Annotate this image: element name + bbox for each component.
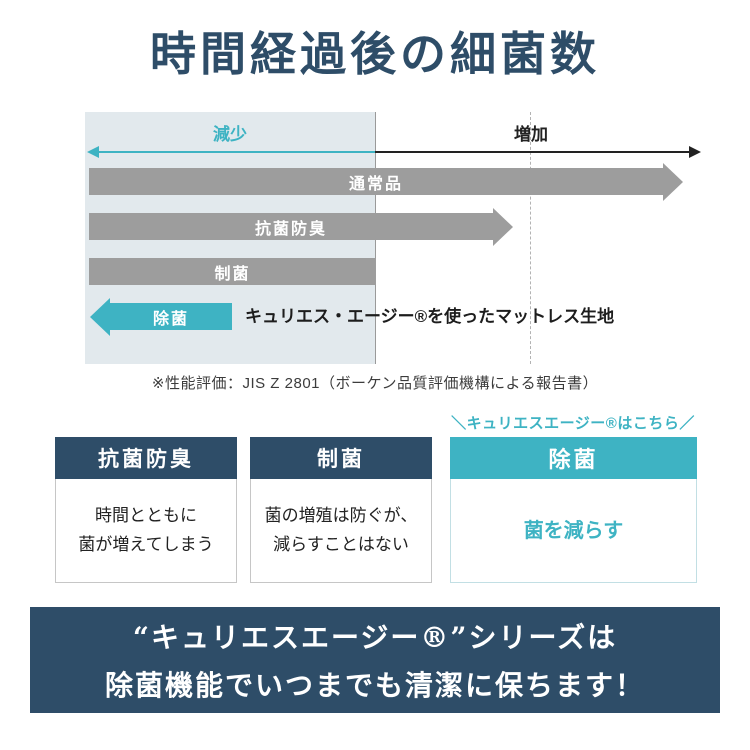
mattress-fabric-label: キュリエス・エージー®を使ったマットレス生地 — [245, 307, 615, 326]
bar-normal-product-label: 通常品 — [348, 175, 403, 193]
arrowhead-right-icon — [493, 207, 513, 246]
card-body-line: 減らすことはない — [273, 534, 409, 554]
performance-note: ※性能評価：JIS Z 2801（ボーケン品質評価機構による報告書） — [151, 375, 599, 392]
increase-label: 増加 — [514, 125, 548, 144]
axis-segment-increase — [375, 151, 689, 153]
card-bacteriostatic-body: 菌の増殖は防ぐが、 減らすことはない — [250, 479, 432, 583]
bar-bacteriostatic: 制菌 — [89, 258, 376, 285]
card-antibacterial-body: 時間とともに 菌が増えてしまう — [55, 479, 237, 583]
bar-sterilization-label: 除菌 — [152, 310, 189, 328]
bacteria-chart: 減少 増加 通常品 抗菌防臭 制菌 除菌 キュリエス・エージー®を使ったマットレ… — [85, 112, 705, 364]
card-sterilization: 除菌 菌を減らす — [450, 437, 697, 583]
card-bacteriostatic: 制菌 菌の増殖は防ぐが、 減らすことはない — [250, 437, 432, 583]
card-antibacterial-header: 抗菌防臭 — [55, 437, 237, 479]
card-antibacterial: 抗菌防臭 時間とともに 菌が増えてしまう — [55, 437, 237, 583]
page-title: 時間経過後の細菌数 — [150, 27, 600, 81]
bar-sterilization: 除菌 — [90, 297, 232, 336]
banner-line-2: 除菌機能でいつまでも清潔に保ちます！ — [104, 669, 645, 702]
arrowhead-left-icon — [90, 297, 110, 336]
card-bacteriostatic-header: 制菌 — [250, 437, 432, 479]
card-sterilization-header: 除菌 — [450, 437, 697, 479]
bar-antibacterial-label: 抗菌防臭 — [254, 220, 327, 238]
arrowhead-right-icon — [663, 162, 683, 201]
dashed-guideline — [530, 112, 531, 364]
bar-antibacterial: 抗菌防臭 — [89, 207, 513, 246]
arrow-left-icon — [87, 146, 99, 158]
card-body-line: 菌が増えてしまう — [78, 534, 214, 554]
card-body-line: 菌を減らす — [523, 519, 624, 542]
axis-line — [87, 144, 701, 160]
decrease-label: 減少 — [213, 125, 247, 144]
arrow-right-icon — [689, 146, 701, 158]
banner-line-1: “キュリエスエージー®”シリーズは — [132, 621, 618, 654]
bar-bacteriostatic-label: 制菌 — [214, 265, 251, 283]
bottom-banner: “キュリエスエージー®”シリーズは 除菌機能でいつまでも清潔に保ちます！ — [30, 607, 720, 713]
card-body-line: 菌の増殖は防ぐが、 — [264, 505, 418, 525]
card-body-line: 時間とともに — [95, 505, 197, 525]
axis-segment-decrease — [97, 151, 375, 153]
bar-normal-product: 通常品 — [89, 162, 683, 201]
curies-ag-callout[interactable]: ＼キュリエスエージー®はこちら／ — [451, 415, 695, 432]
card-sterilization-body: 菌を減らす — [450, 479, 697, 583]
